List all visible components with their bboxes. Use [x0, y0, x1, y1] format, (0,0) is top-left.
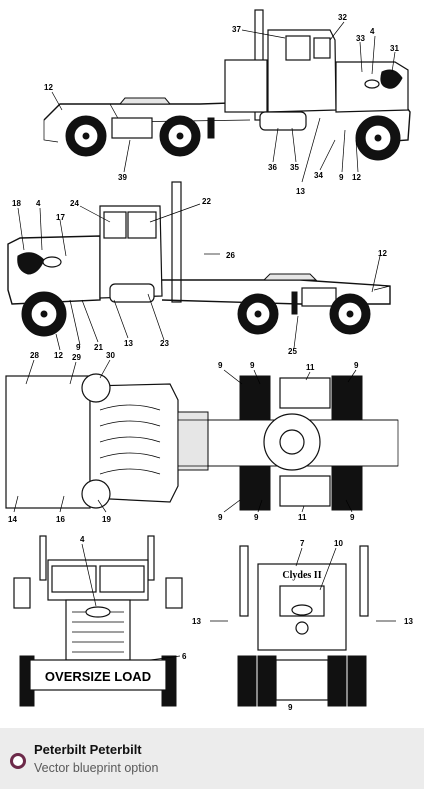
callout: 35	[290, 163, 299, 172]
callout: 30	[106, 351, 115, 360]
callout: 26	[226, 251, 235, 260]
callout: 18	[12, 199, 21, 208]
callout: 12	[44, 83, 53, 92]
callout: 9	[339, 173, 344, 182]
callout: 13	[404, 617, 413, 626]
callout: 22	[202, 197, 211, 206]
callout: 9	[76, 343, 81, 352]
callout: 36	[268, 163, 277, 172]
callout: 11	[306, 363, 315, 372]
callout: 9	[250, 361, 255, 370]
caption-subtitle: Vector blueprint option	[34, 761, 159, 775]
callout: 33	[356, 34, 365, 43]
callout: 24	[70, 199, 79, 208]
callout: 9	[288, 703, 293, 712]
callout: 25	[288, 347, 297, 356]
callout: 21	[94, 343, 103, 352]
callout: 12	[352, 173, 361, 182]
callout: 17	[56, 213, 65, 222]
callout: 13	[296, 187, 305, 196]
callout: 9	[254, 513, 259, 522]
callout: 13	[124, 339, 133, 348]
callout: 10	[334, 539, 343, 548]
callout: 32	[338, 13, 347, 22]
callout: 9	[218, 361, 223, 370]
callout: 11	[298, 513, 307, 522]
rear-view: Clydes II 7 10 13 13 9	[192, 539, 413, 712]
side-view-left: 18 4 17 24 22 26 12 13 23 12 9 21 25	[7, 181, 391, 360]
callout: 23	[160, 339, 169, 348]
bullet-icon	[10, 753, 26, 769]
callout: 39	[118, 173, 127, 182]
callout: 28	[30, 351, 39, 360]
callout: 6	[182, 652, 187, 661]
callout: 12	[378, 249, 387, 258]
callout: 9	[354, 361, 359, 370]
callout: 13	[192, 617, 201, 626]
callout: 4	[370, 27, 375, 36]
rear-header-text: Clydes II	[282, 570, 321, 581]
front-view: OVERSIZE LOAD 4 6	[13, 535, 187, 707]
callout: 4	[80, 535, 85, 544]
bumper-text: OVERSIZE LOAD	[45, 669, 151, 684]
callout: 16	[56, 515, 65, 524]
callout: 29	[72, 353, 81, 362]
side-view-right: 37 32 4 33 31 12 39 36 35 13 34 9 12	[43, 9, 411, 196]
top-plan-view: 28 29 30 9 9 11 9 14 16 19 9 9 11 9	[5, 351, 399, 524]
callout: 9	[218, 513, 223, 522]
callout: 37	[232, 25, 241, 34]
callout: 12	[54, 351, 63, 360]
callout: 31	[390, 44, 399, 53]
callout: 9	[350, 513, 355, 522]
callout: 19	[102, 515, 111, 524]
callout: 4	[36, 199, 41, 208]
peterbilt-blueprint-diagram: 37 32 4 33 31 12 39 36 35 13 34 9 12	[5, 9, 413, 712]
callout: 7	[300, 539, 305, 548]
callout: 14	[8, 515, 17, 524]
callout: 34	[314, 171, 323, 180]
caption-bar	[0, 728, 424, 789]
caption-title[interactable]: Peterbilt Peterbilt	[34, 742, 142, 757]
